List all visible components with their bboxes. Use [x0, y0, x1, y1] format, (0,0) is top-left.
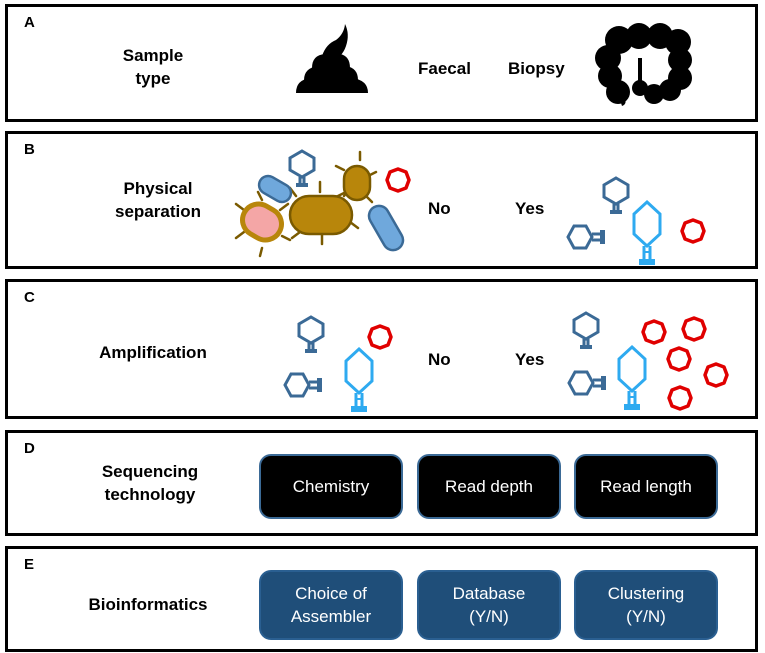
option-no: No — [428, 199, 451, 218]
option-biopsy: Biopsy — [508, 59, 565, 78]
phage-icon — [344, 347, 374, 414]
phage-icon — [617, 345, 647, 412]
box-choice-of-assembler: Choice of Assembler — [259, 570, 403, 640]
stool-icon — [296, 24, 368, 93]
panel-letter: E — [24, 556, 35, 573]
option-faecal: Faecal — [418, 59, 471, 78]
panel-title: Sequencing technology — [101, 462, 199, 504]
virus-ring-icon — [367, 324, 393, 350]
phage-icon — [572, 311, 600, 351]
panel-title: Sample type — [122, 46, 184, 88]
virus-ring-icon — [680, 218, 706, 244]
panel-physical-separation: B Physical separation No Yes — [5, 131, 758, 269]
phage-icon — [297, 315, 325, 355]
phage-icon — [602, 176, 630, 216]
option-yes: Yes — [515, 199, 545, 218]
panel-letter: A — [24, 14, 35, 31]
panel-sequencing-technology: D Sequencing technology Chemistry Read d… — [5, 430, 758, 536]
panel-letter: C — [24, 289, 35, 306]
phage-icon — [283, 372, 324, 398]
intestine-icon — [595, 23, 692, 106]
panel-title: Bioinformatics — [88, 595, 208, 614]
option-yes: Yes — [515, 350, 545, 369]
phage-icon — [566, 224, 607, 250]
virus-ring-icon — [641, 319, 667, 345]
panel-sample-type: A Sample type Faecal Biopsy — [5, 4, 758, 122]
panel-bioinformatics: E Bioinformatics Choice of Assembler Dat… — [5, 546, 758, 652]
panel-title: Physical separation — [115, 179, 201, 221]
panel-letter: B — [24, 141, 35, 158]
virus-ring-icon — [681, 316, 707, 342]
box-chemistry: Chemistry — [259, 454, 403, 519]
phage-icon — [567, 370, 608, 396]
panel-letter: D — [24, 440, 35, 457]
phage-icon — [288, 149, 316, 189]
option-no: No — [428, 350, 451, 369]
virus-ring-icon — [703, 362, 729, 388]
phage-icon — [632, 200, 662, 267]
box-clustering: Clustering (Y/N) — [574, 570, 718, 640]
bacteria-icon — [234, 150, 405, 258]
box-database: Database (Y/N) — [417, 570, 561, 640]
virus-ring-icon — [385, 167, 411, 193]
box-read-length: Read length — [574, 454, 718, 519]
box-read-depth: Read depth — [417, 454, 561, 519]
virus-ring-icon — [667, 385, 693, 411]
panel-title: Amplification — [99, 343, 207, 362]
virus-ring-icon — [666, 346, 692, 372]
